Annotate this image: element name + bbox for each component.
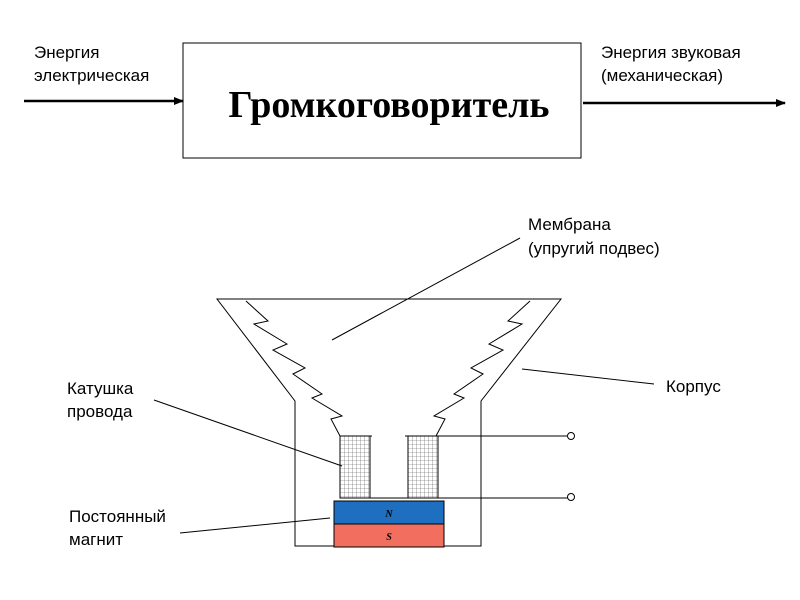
- output-energy-label: Энергия звуковая (механическая): [601, 43, 745, 85]
- membrane-label: Мембрана (упругий подвес): [528, 215, 660, 258]
- terminal-top: [567, 432, 575, 440]
- body-label: Корпус: [666, 377, 721, 396]
- loudspeaker-block: [182, 42, 582, 159]
- membrane-left: [245, 300, 344, 437]
- magnet-leader: [179, 517, 331, 534]
- north-pole-label: N: [384, 509, 393, 520]
- coil-left: [339, 435, 371, 499]
- terminal-bottom: [567, 493, 575, 501]
- block-title: Громкоговоритель: [228, 84, 549, 126]
- membrane-right: [432, 300, 531, 437]
- magnet-south: [333, 523, 445, 548]
- input-energy-label: Энергия электрическая: [34, 43, 149, 85]
- south-pole-label: S: [386, 532, 392, 543]
- coil-leader: [153, 399, 343, 467]
- body-leader: [521, 368, 655, 385]
- coil-right: [407, 435, 439, 499]
- magnet-label: Постоянный магнит: [69, 507, 171, 549]
- membrane-leader: [331, 237, 521, 341]
- coil-label: Катушка провода: [67, 379, 138, 421]
- speaker-housing: [215, 298, 563, 547]
